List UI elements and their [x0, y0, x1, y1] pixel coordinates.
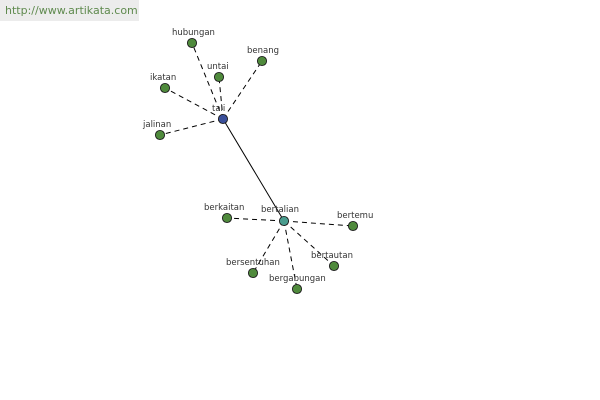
node-berkaitan[interactable] — [221, 212, 233, 224]
graph-nodes — [154, 37, 359, 295]
graph-edges — [159, 42, 354, 290]
node-label-bersentuhan: bersentuhan — [226, 258, 280, 268]
node-label-untai: untai — [207, 62, 229, 72]
node-hubungan[interactable] — [186, 37, 198, 49]
edge-tali-ikatan — [164, 87, 224, 120]
node-bertemu[interactable] — [347, 220, 359, 232]
node-ikatan[interactable] — [159, 82, 171, 94]
edge-tali-untai — [218, 76, 224, 120]
node-label-bertemu: bertemu — [337, 211, 373, 221]
node-benang[interactable] — [256, 55, 268, 67]
node-label-hubungan: hubungan — [172, 28, 215, 38]
node-bertautan[interactable] — [328, 260, 340, 272]
node-label-ikatan: ikatan — [150, 73, 176, 83]
node-label-benang: benang — [247, 46, 279, 56]
edge-bertalian-berkaitan — [226, 217, 285, 222]
edge-tali-benang — [222, 60, 263, 120]
node-bertalian[interactable] — [278, 215, 290, 227]
edge-bertalian-bertemu — [283, 220, 354, 227]
node-label-berkaitan: berkaitan — [204, 203, 244, 213]
node-bergabungan[interactable] — [291, 283, 303, 295]
edge-tali-hubungan — [191, 42, 224, 120]
edge-tali-bertalian — [222, 118, 285, 222]
node-label-bergabungan: bergabungan — [269, 274, 326, 284]
node-label-jalinan: jalinan — [142, 120, 171, 130]
node-untai[interactable] — [213, 71, 225, 83]
edge-bertalian-bertautan — [283, 220, 335, 267]
node-bersentuhan[interactable] — [247, 267, 259, 279]
node-tali[interactable] — [217, 113, 229, 125]
node-label-tali: tali — [212, 104, 225, 114]
edge-bertalian-bergabungan — [283, 220, 298, 290]
node-jalinan[interactable] — [154, 129, 166, 141]
node-label-bertautan: bertautan — [311, 251, 353, 261]
graph-labels: hubungan untai benang ikatan jalinan berkaita… — [142, 28, 373, 284]
url-banner[interactable]: http://www.artikata.com — [0, 0, 139, 21]
node-label-bertalian: bertalian — [261, 205, 299, 215]
edge-bertalian-bersentuhan — [252, 220, 285, 274]
edge-tali-jalinan — [159, 118, 224, 136]
